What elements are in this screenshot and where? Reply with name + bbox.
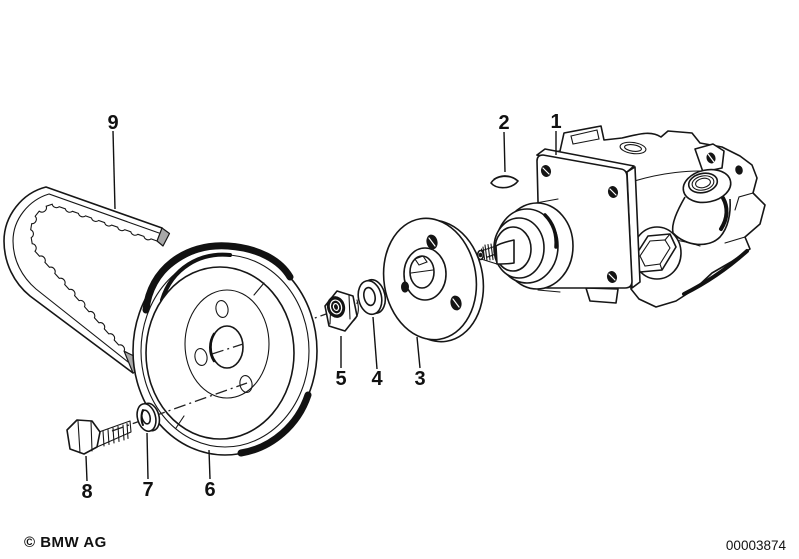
document-number: 00003874 <box>725 538 786 553</box>
pump-foot <box>585 287 619 304</box>
callout-7[interactable]: 7 <box>142 479 153 501</box>
callouts: 1 2 3 4 5 6 7 8 9 <box>81 111 561 503</box>
part-hex-nut <box>324 290 359 332</box>
part-hex-bolt <box>66 419 132 455</box>
part-washer-small <box>136 402 161 433</box>
part-pulley <box>132 242 318 457</box>
pump-pressure-port <box>671 168 732 246</box>
belt-cut-face-upper <box>156 227 171 247</box>
callout-2[interactable]: 2 <box>498 112 509 134</box>
leader-line-6 <box>208 449 211 480</box>
leader-line-2 <box>503 131 506 173</box>
copyright-notice: © BMW AG <box>24 534 107 551</box>
pump-shaft-snout <box>476 198 574 293</box>
part-woodruff-key <box>490 175 519 189</box>
callout-9[interactable]: 9 <box>107 112 118 134</box>
callout-6[interactable]: 6 <box>204 479 215 501</box>
leader-line-3 <box>416 336 421 369</box>
callout-1[interactable]: 1 <box>550 111 561 133</box>
part-vane-pump <box>476 125 766 308</box>
part-washer <box>357 278 387 316</box>
part-drive-flange <box>382 217 485 343</box>
leader-line-8 <box>85 455 88 482</box>
callout-3[interactable]: 3 <box>414 368 425 390</box>
axis-line-main-segment <box>211 343 244 355</box>
axis-line-bolt <box>111 382 248 432</box>
leader-line-4 <box>372 316 378 370</box>
leader-line-9 <box>112 130 116 210</box>
callout-8[interactable]: 8 <box>81 481 92 503</box>
part-v-belt <box>3 186 171 374</box>
leader-line-7 <box>146 432 149 480</box>
callout-4[interactable]: 4 <box>371 368 383 390</box>
callout-5[interactable]: 5 <box>335 368 346 390</box>
